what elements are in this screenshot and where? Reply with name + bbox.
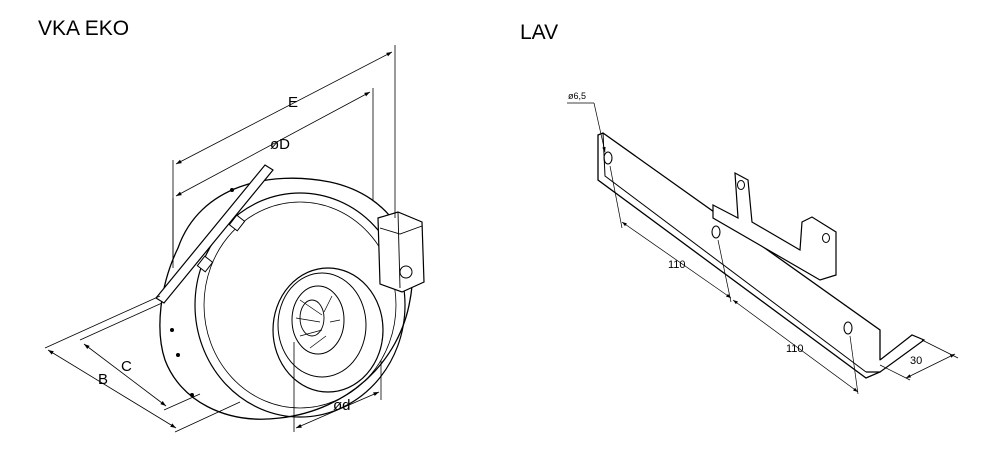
fan-screw-4: [230, 188, 234, 192]
cable-gland: [399, 265, 413, 279]
dim-b-ext: [44, 295, 161, 349]
ext-hole-1: [609, 165, 623, 229]
dim-30-label: 30: [910, 355, 922, 367]
ext-width-a: [879, 364, 911, 381]
bracket-end-flange: [866, 334, 926, 373]
fan-impeller-ring: [291, 285, 345, 355]
fan-inlet-inner: [277, 272, 367, 378]
strap-clamp-lower: [196, 255, 214, 273]
bracket-title: LAV: [520, 21, 559, 44]
fan-screw-2: [176, 353, 180, 357]
dim-d-label: øD: [270, 136, 290, 153]
bracket-middle-ears: [712, 171, 837, 281]
bracket-drawing: [597, 132, 926, 379]
dim-b-line: [47, 349, 177, 429]
ear-hole-1: [737, 180, 745, 190]
dim-hole-label: ø6,5: [568, 91, 586, 101]
fan-dimensions: E øD C B ød: [44, 45, 396, 433]
strap-clamp-upper: [228, 214, 246, 232]
dim-c-label: C: [121, 358, 132, 375]
dim-110-b-line: [732, 299, 859, 393]
dim-110-b-label: 110: [786, 343, 804, 355]
dim-30-line: [905, 353, 956, 379]
terminal-box-edges: [379, 211, 423, 289]
dim-e-label: E: [288, 94, 298, 111]
fan-inlet-collar: [272, 267, 384, 393]
dim-b-ext-front: [174, 401, 241, 433]
fan-screw-1: [170, 328, 174, 332]
ear-hole-2: [822, 233, 830, 243]
dim-dd-label: ød: [333, 397, 351, 414]
dim-c-ext: [79, 302, 163, 341]
dim-c-ext-front: [163, 393, 201, 411]
fan-drawing: [155, 164, 425, 420]
bracket-bar: [597, 132, 881, 379]
dim-dd-line: [295, 391, 380, 429]
dim-b-label: B: [98, 371, 108, 388]
fan-impeller-hub: [299, 299, 325, 337]
fan-screw-3: [190, 393, 194, 397]
hole-leader: [593, 102, 606, 153]
bracket-dimensions: ø6,5 110 110 30: [567, 91, 959, 395]
fan-title: VKA EKO: [38, 17, 130, 40]
dim-d-line: [175, 91, 371, 197]
dim-110-a-line: [621, 221, 732, 299]
bar-hole-1: [603, 151, 613, 165]
terminal-box: [377, 211, 425, 293]
dim-110-a-label: 110: [668, 259, 686, 271]
fan-impeller-blades: [295, 295, 341, 349]
